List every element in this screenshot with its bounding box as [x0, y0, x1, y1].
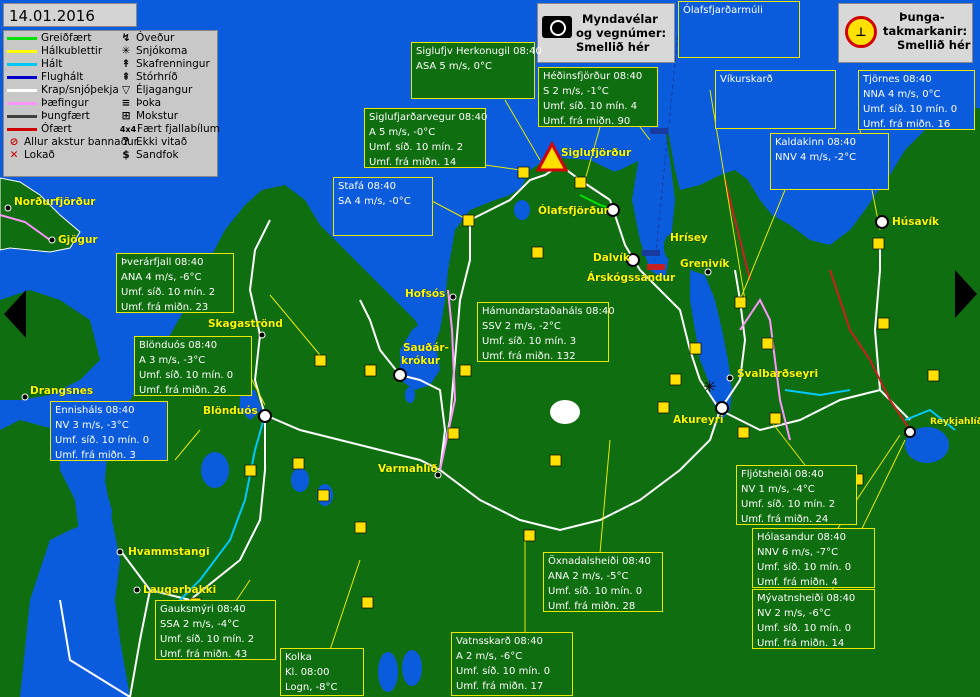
station-box[interactable]: Hámundarstaðaháls 08:40 SSV 2 m/s, -2°C …: [477, 302, 615, 362]
snow-showers-icon: ▽: [121, 84, 131, 96]
station-box[interactable]: Þverárfjall 08:40 ANA 4 m/s, -6°C Umf. s…: [116, 253, 234, 313]
legend-blizzard: ⇞Stórhríð: [119, 71, 178, 84]
legend-sandstorm: $Sandfok: [119, 149, 178, 162]
legend-snowfall: ✳Snjókoma: [119, 45, 188, 58]
place-label: Norðurfjörður: [14, 196, 96, 208]
place-label: Húsavík: [892, 216, 940, 228]
legend-unknown: ?Ekki vitað: [119, 136, 187, 149]
station-box[interactable]: Blönduós 08:40 A 3 m/s, -3°C Umf. síð. 1…: [134, 336, 252, 396]
legend-no-entry: ⊘Allur akstur bannaður: [7, 136, 138, 149]
place-label: Grenivík: [680, 258, 730, 270]
datetime-display: 14.01.2016 08:49: [3, 3, 137, 49]
closed-x-icon: ✕: [9, 149, 19, 161]
legend-snowdrift: ↟Skafrenningur: [119, 58, 210, 71]
fog-icon: ≡: [121, 97, 131, 109]
station-box[interactable]: Vatnsskarð 08:40 A 2 m/s, -6°C Umf. síð.…: [451, 632, 573, 696]
place-label: krókur: [401, 355, 441, 367]
station-box[interactable]: Víkurskarð: [715, 70, 836, 129]
station-box[interactable]: Hólasandur 08:40 NNV 6 m/s, -7°C Umf. sí…: [752, 528, 875, 588]
blizzard-icon: ⇞: [121, 71, 131, 83]
weight-restriction-link-button[interactable]: ⊥ Þunga- takmarkanir: Smellið hér: [838, 3, 973, 63]
place-label: Skagaströnd: [208, 318, 283, 330]
plowing-icon: ⊞: [121, 110, 131, 122]
legend-line-halkublettir: Hálkublettir: [7, 45, 102, 58]
station-box[interactable]: Siglufjv Herkonugil 08:40 ASA 5 m/s, 0°C: [411, 42, 542, 99]
map-legend: Greiðfært Hálkublettir Hált Flughált Kra…: [3, 30, 220, 177]
pan-right-arrow-icon[interactable]: [955, 270, 977, 318]
station-box[interactable]: Gauksmýri 08:40 SSA 2 m/s, -4°C Umf. síð…: [155, 600, 276, 660]
unknown-icon: ?: [122, 136, 130, 148]
legend-line-greidfaert: Greiðfært: [7, 32, 91, 45]
place-label: Hrísey: [670, 232, 708, 244]
legend-line-thungfaert: Þungfært: [7, 110, 90, 123]
no-entry-icon: ⊘: [9, 136, 19, 148]
legend-line-krap: Krap/snjóþekja: [7, 84, 119, 97]
station-box[interactable]: Ólafsfjarðarmúli: [678, 1, 800, 58]
place-label: Árskógssandur: [587, 272, 676, 284]
legend-line-ofaert: Ófært: [7, 123, 72, 136]
snowdrift-icon: ↟: [121, 58, 131, 70]
place-label: Gjögur: [58, 234, 98, 246]
place-label: Hofsós: [405, 288, 446, 300]
legend-line-halt: Hált: [7, 58, 62, 71]
place-label: Varmahlíð: [378, 463, 438, 475]
snowfall-icon: ✳: [121, 45, 131, 57]
station-box[interactable]: Stafá 08:40 SA 4 m/s, -0°C: [333, 177, 433, 236]
place-label: Dalvík: [593, 252, 630, 264]
station-box[interactable]: Siglufjarðarvegur 08:40 A 5 m/s, -0°C Um…: [364, 108, 487, 168]
station-box[interactable]: Fljótsheiði 08:40 NV 1 m/s, -4°C Umf. sí…: [736, 465, 857, 525]
station-box[interactable]: Kolka Kl. 08:00 Logn, -8°C: [280, 648, 364, 696]
place-label: Reykjahlíð: [930, 417, 980, 427]
station-box[interactable]: Kaldakinn 08:40 NNV 4 m/s, -2°C: [770, 133, 889, 190]
legend-line-thaefingur: Þæfingur: [7, 97, 89, 110]
legend-closed: ✕Lokað: [7, 149, 55, 162]
legend-line-flughalt: Flughált: [7, 71, 83, 84]
camera-link-button[interactable]: Myndavélar og vegnúmer: Smellið hér: [537, 3, 675, 63]
place-label: Svalbarðseyri: [737, 368, 819, 380]
storm-icon: ↯: [121, 32, 131, 44]
legend-snow-showers: ▽Éljagangur: [119, 84, 192, 97]
place-label: Siglufjörður: [561, 147, 632, 159]
station-box[interactable]: Ennisháls 08:40 NV 3 m/s, -3°C Umf. síð.…: [50, 401, 168, 461]
sandstorm-icon: $: [122, 149, 130, 161]
place-label: Drangsnes: [30, 385, 94, 397]
legend-4x4: 4x4Fært fjallabílum: [119, 123, 220, 135]
camera-icon: [542, 16, 572, 38]
place-label: Sauðár-: [403, 342, 449, 354]
weight-restriction-icon: ⊥: [845, 16, 877, 48]
station-box[interactable]: Héðinsfjörður 08:40 S 2 m/s, -1°C Umf. s…: [538, 67, 658, 127]
place-label: Laugarbakki: [143, 584, 217, 596]
station-box[interactable]: Tjörnes 08:40 NNA 4 m/s, 0°C Umf. síð. 1…: [858, 70, 975, 130]
pan-left-arrow-icon[interactable]: [4, 290, 26, 338]
place-label: Blönduós: [203, 405, 258, 417]
line-swatch: [7, 36, 37, 40]
4x4-icon: 4x4: [119, 125, 137, 134]
place-label: Ólafsfjörður: [538, 205, 609, 217]
place-label: Akureyri: [673, 414, 724, 426]
station-box[interactable]: Mývatnsheiði 08:40 NV 2 m/s, -6°C Umf. s…: [752, 589, 875, 649]
legend-fog: ≡Þoka: [119, 97, 162, 110]
legend-plowing: ⊞Mokstur: [119, 110, 179, 123]
station-box[interactable]: Öxnadalsheiði 08:40 ANA 2 m/s, -5°C Umf.…: [543, 552, 663, 612]
place-label: Hvammstangi: [128, 546, 210, 558]
svg-text:✳: ✳: [703, 377, 716, 396]
legend-storm: ↯Óveður: [119, 32, 175, 45]
